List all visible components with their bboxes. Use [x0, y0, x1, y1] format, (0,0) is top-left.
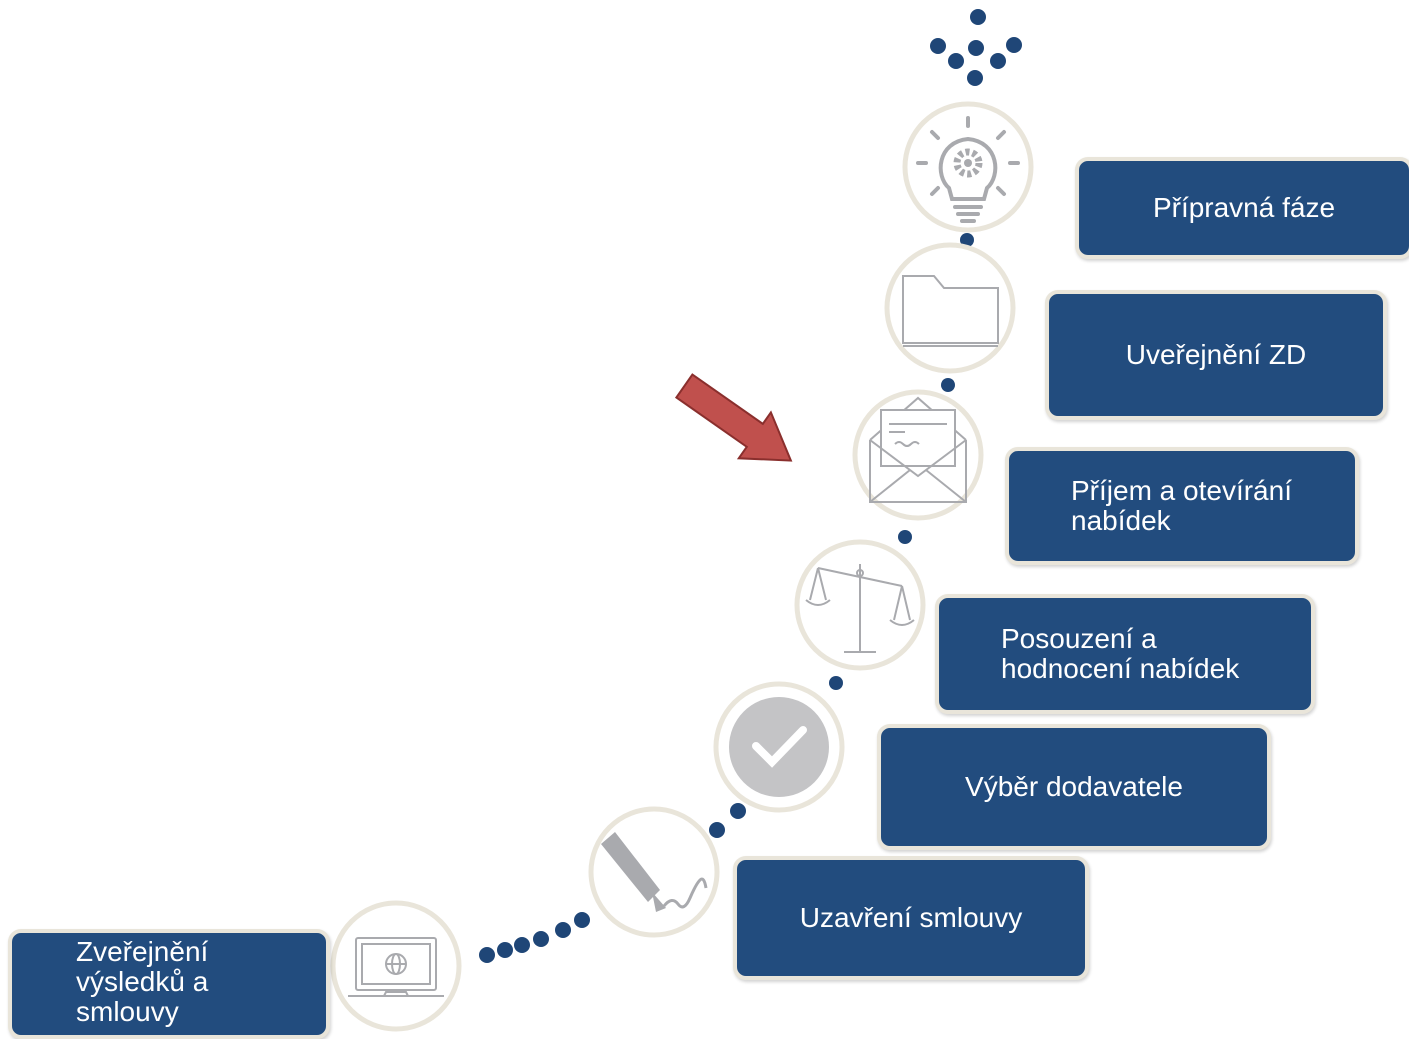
- stage-label: Příjem a otevírání nabídek: [1071, 475, 1292, 536]
- stage-prijem-a-otevirani-nabidek: Příjem a otevírání nabídek: [1005, 447, 1359, 565]
- stage-pripravna-faze: Přípravná fáze: [1075, 157, 1409, 259]
- current-stage-arrow: [674, 373, 793, 462]
- stage-label: Přípravná fáze: [1152, 192, 1336, 223]
- stage-label: Zveřejnění výsledků a smlouvy: [76, 936, 209, 1027]
- lightbulb-gear-icon: [902, 101, 1034, 233]
- scales-icon: [794, 539, 926, 671]
- stage-label: Uzavření smlouvy: [799, 902, 1023, 933]
- laptop-globe-icon: [330, 900, 462, 1032]
- stage-zverejneni-vysledku-a-smlouvy: Zveřejnění výsledků a smlouvy: [8, 929, 330, 1039]
- stage-label: Uveřejnění ZD: [1125, 339, 1307, 370]
- fountain-pen-icon: [588, 806, 720, 938]
- dotted-connector: [479, 9, 1022, 963]
- folder-icon: [884, 242, 1016, 374]
- stage-posouzeni-a-hodnoceni-nabidek: Posouzení a hodnocení nabídek: [935, 594, 1315, 714]
- stage-uzavreni-smlouvy: Uzavření smlouvy: [733, 856, 1089, 980]
- stage-label: Posouzení a hodnocení nabídek: [1001, 623, 1240, 684]
- checkmark-icon: [713, 681, 845, 813]
- envelope-letter-icon: [852, 389, 984, 521]
- stage-uverejneni-zd: Uveřejnění ZD: [1045, 290, 1387, 420]
- stage-vyber-dodavatele: Výběr dodavatele: [877, 724, 1271, 850]
- stage-label: Výběr dodavatele: [965, 771, 1183, 802]
